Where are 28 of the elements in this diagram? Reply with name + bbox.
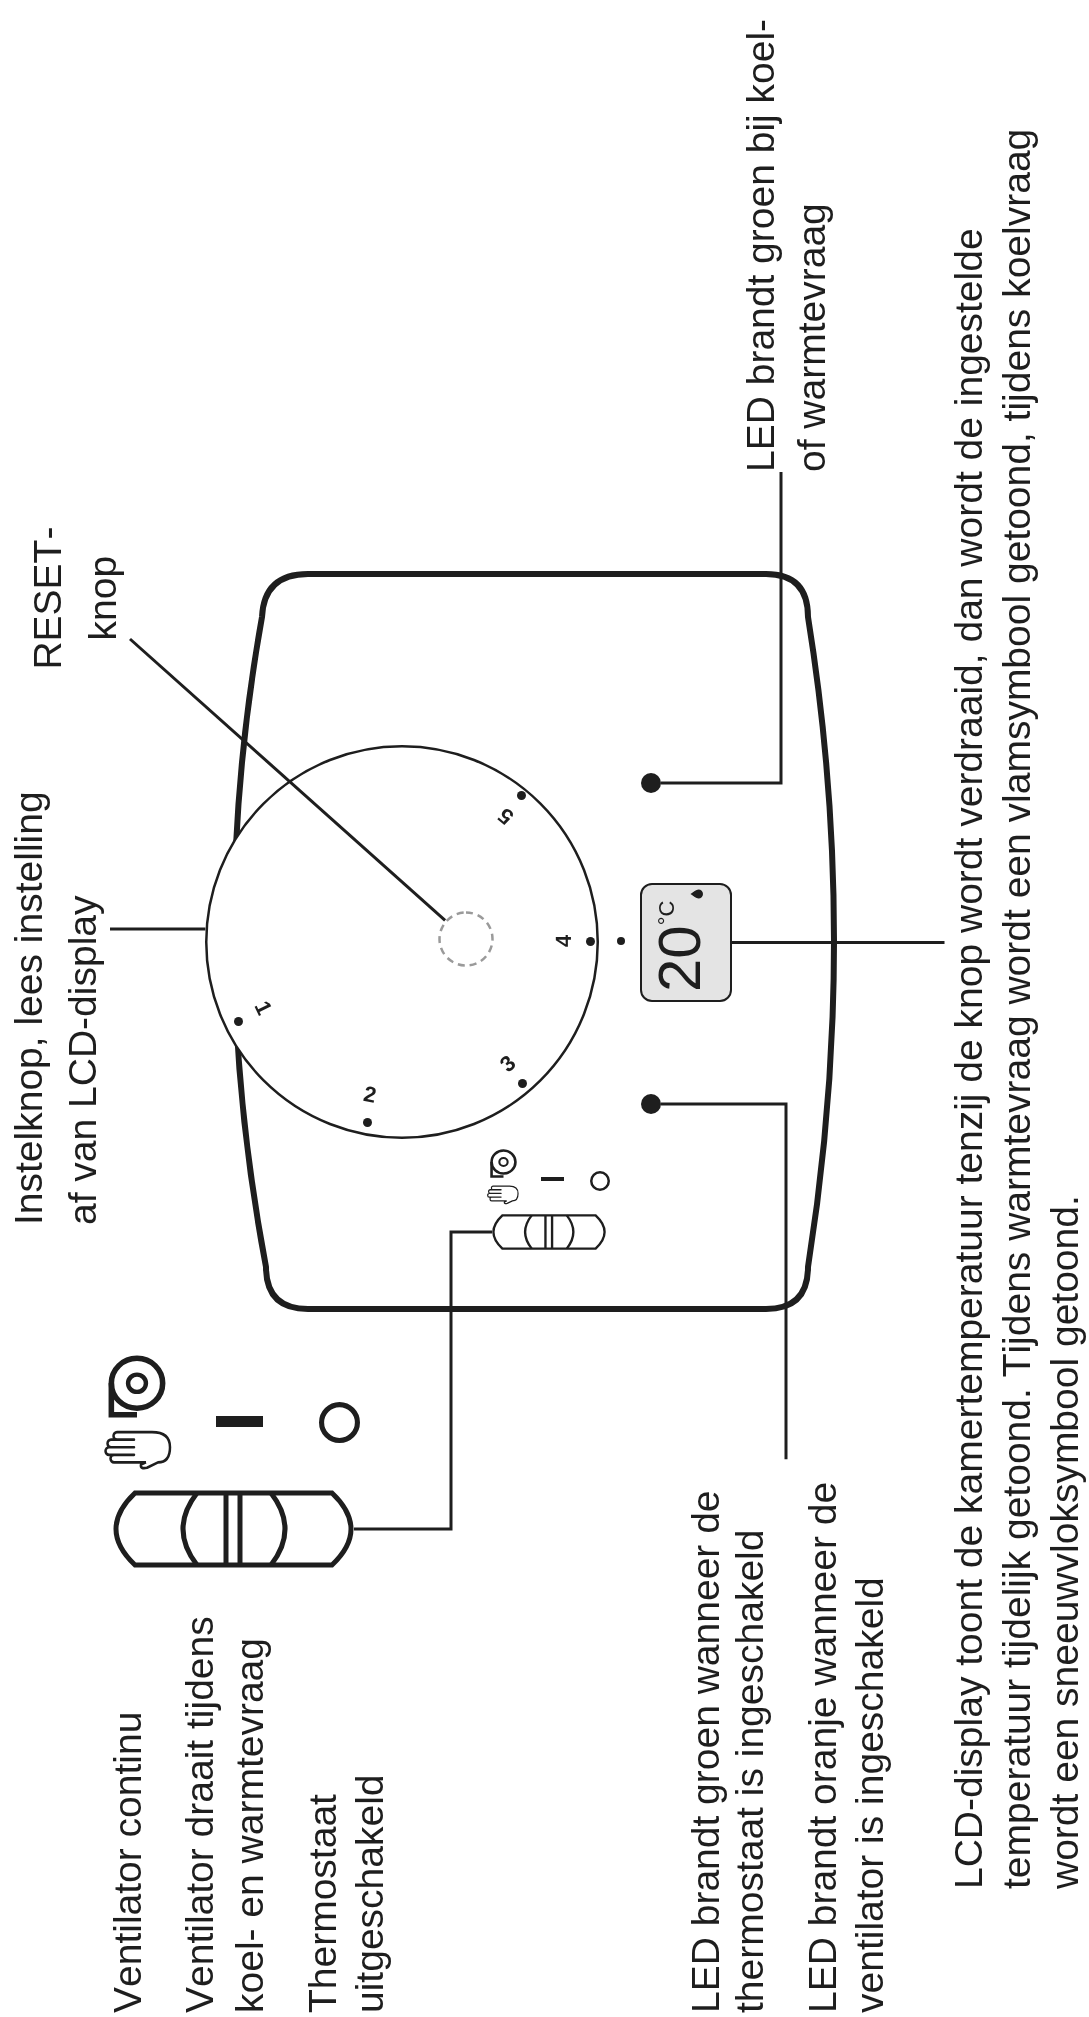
led-indicator [641,773,661,793]
lcd-display [640,883,732,1002]
dial-number: 5 [494,804,518,829]
leader-line [661,1102,788,1460]
thermostat-housing [230,571,837,1312]
reset-button [438,911,494,967]
slide-switch-drawing [113,1490,354,1568]
callout-text: LCD-display toont de kamertemperatuur tenzij de knop wordt verdraaid, dan wordt de ingestelde temperatuur tijdelijk getoond. Tijdens warmtevraag wordt een vlamsymbool getoond, tijdens koelvraag wordt een sneeuwvloksymbool getoond. [944,79,1089,1889]
leader-line [661,472,783,785]
slide-switch-drawing [492,1214,606,1250]
dial-number: 4 [553,935,575,948]
leader-line [732,941,945,944]
callout-text: LED brandt oranje wanneer de ventilator is ingeschakeld [799,1480,892,2013]
callout-text: RESET-knop [20,516,130,680]
callout-text: LED brandt groen wanneer de thermostaat is ingeschakeld [684,1489,772,2013]
led-indicator [641,1094,661,1114]
switch-position-label: Ventilator draait tijdens koel- en warmtevraag [177,1615,272,2013]
dial-number: 2 [361,1083,378,1108]
callout-text: LED brandt groen bij koel- of warmtevraag [735,4,837,472]
dial-number: 3 [496,1051,520,1077]
switch-position-label: Thermostaat uitgeschakeld [299,1773,392,2013]
leader-line [354,1230,492,1531]
leader-line [129,637,447,922]
setting-dial [205,745,599,1139]
dial-number: 1 [249,998,276,1019]
switch-position-label: Ventilator continu [105,1710,150,2013]
leader-line [110,927,206,931]
callout-text: Instelknop, lees instelling af van LCD-display [2,772,110,1225]
